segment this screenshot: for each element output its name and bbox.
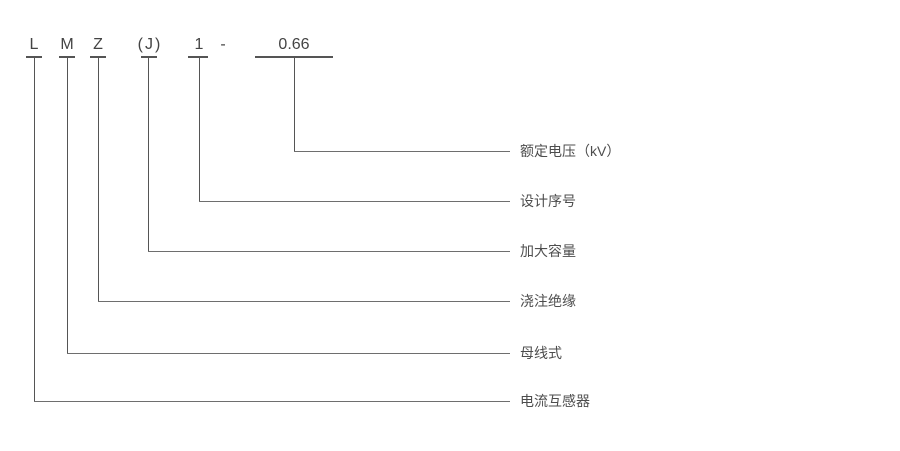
tick-under-j bbox=[141, 56, 157, 58]
label-design-serial: 设计序号 bbox=[520, 193, 576, 209]
model-code-digit-1: 1 bbox=[194, 36, 204, 53]
model-code-hyphen: - bbox=[220, 36, 226, 53]
label-increased-capacity: 加大容量 bbox=[520, 243, 576, 259]
connector-vertical-voltage bbox=[294, 58, 295, 152]
connector-horizontal-transformer bbox=[34, 401, 510, 402]
connector-horizontal-voltage bbox=[294, 151, 510, 152]
model-code-letter-j: (J) bbox=[137, 36, 163, 53]
tick-under-m bbox=[59, 56, 75, 58]
model-code-letter-l: L bbox=[29, 36, 39, 53]
model-code-voltage: 0.66 bbox=[278, 36, 310, 53]
tick-under-voltage bbox=[255, 56, 333, 58]
connector-vertical-transformer bbox=[34, 58, 35, 402]
connector-vertical-busbar bbox=[67, 58, 68, 354]
connector-vertical-design bbox=[199, 58, 200, 202]
connector-horizontal-design bbox=[199, 201, 510, 202]
label-busbar-type: 母线式 bbox=[520, 345, 562, 361]
connector-horizontal-busbar bbox=[67, 353, 510, 354]
tick-under-z bbox=[90, 56, 106, 58]
connector-horizontal-capacity bbox=[148, 251, 510, 252]
connector-vertical-insulation bbox=[98, 58, 99, 302]
model-code-letter-z: Z bbox=[93, 36, 103, 53]
model-code-letter-m: M bbox=[60, 36, 74, 53]
label-current-transformer: 电流互感器 bbox=[520, 393, 590, 409]
label-cast-insulation: 浇注绝缘 bbox=[520, 293, 576, 309]
tick-under-1 bbox=[188, 56, 208, 58]
connector-vertical-capacity bbox=[148, 58, 149, 252]
label-rated-voltage: 额定电压（kV） bbox=[520, 143, 621, 159]
tick-under-l bbox=[26, 56, 42, 58]
connector-horizontal-insulation bbox=[98, 301, 510, 302]
